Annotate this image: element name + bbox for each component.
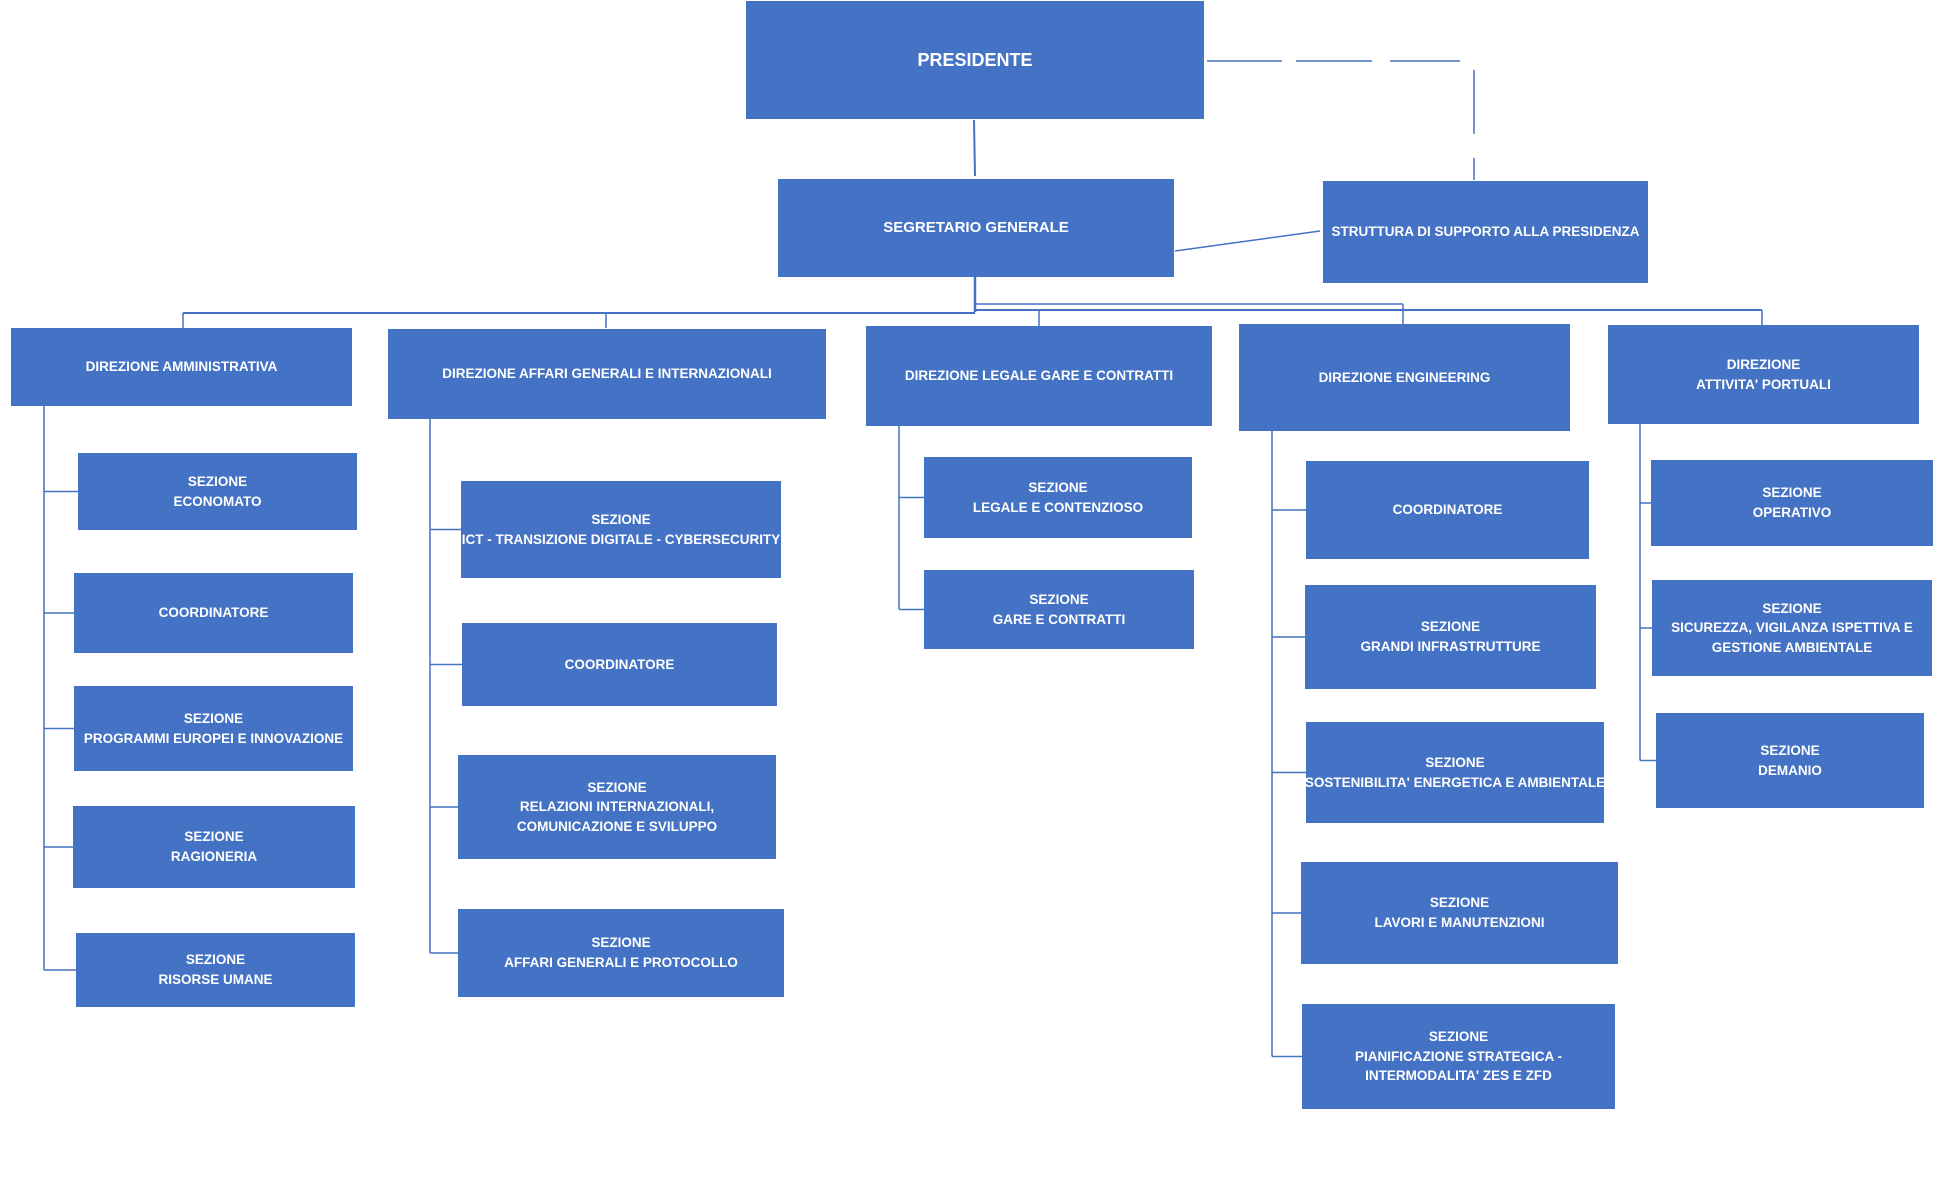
dir-amm-header-line: DIREZIONE AMMINISTRATIVA — [85, 359, 278, 375]
presidente-label: PRESIDENTE — [917, 49, 1033, 70]
dir-eng-section-box: SEZIONE GRANDI INFRASTRUTTURE — [1305, 585, 1596, 689]
dir-agi-section-box: SEZIONE RELAZIONI INTERNAZIONALI, COMUNICA… — [458, 755, 776, 859]
struttura-supporto-box: STRUTTURA DI SUPPORTO ALLA PRESIDENZA — [1323, 181, 1648, 283]
dir-eng-section-box-line: SEZIONE — [1429, 895, 1490, 911]
dir-agi-header-line: DIREZIONE AFFARI GENERALI E INTERNAZIONA… — [442, 366, 772, 382]
dir-agi-header: DIREZIONE AFFARI GENERALI E INTERNAZIONA… — [388, 329, 826, 419]
dir-port-section-box-line: SICUREZZA, VIGILANZA ISPETTIVA E — [1671, 620, 1913, 636]
dir-port-section-box: SEZIONE SICUREZZA, VIGILANZA ISPETTIVA E G… — [1652, 580, 1932, 676]
dir-agi-section-box-line: COMUNICAZIONE E SVILUPPO — [516, 818, 718, 834]
dir-eng-section-box-line: COORDINATORE — [1392, 502, 1503, 518]
dir-leg-header-line: DIREZIONE LEGALE GARE E CONTRATTI — [904, 368, 1174, 384]
dir-agi-section-box-line: RELAZIONI INTERNAZIONALI, — [519, 799, 715, 815]
dir-agi-section-box-line: COORDINATORE — [564, 656, 675, 672]
connector-presidente-segretario — [973, 119, 976, 177]
dir-port-section-box: SEZIONE DEMANIO — [1656, 713, 1924, 808]
segretario-generale-box: SEGRETARIO GENERALE — [778, 179, 1174, 277]
dir-agi-section-box: COORDINATORE — [462, 623, 777, 706]
dir-eng-section-box: SEZIONE PIANIFICAZIONE STRATEGICA - INTERM… — [1302, 1004, 1615, 1109]
dir-agi-section-box-line: ICT - TRANSIZIONE DIGITALE - CYBERSECURI… — [461, 531, 781, 547]
dir-eng-section-box-line: GRANDI INFRASTRUTTURE — [1360, 639, 1541, 654]
dir-leg-section-box-line: LEGALE E CONTENZIOSO — [972, 499, 1144, 515]
dir-amm-section-box-line: COORDINATORE — [158, 605, 269, 621]
dir-port-section-box-line: SEZIONE — [1762, 600, 1822, 616]
dir-eng-section-box-line: SEZIONE — [1425, 754, 1485, 770]
dir-amm-section-box-line: SEZIONE — [187, 473, 248, 489]
presidente-box: PRESIDENTE — [746, 1, 1204, 119]
dir-leg-section-box: SEZIONE LEGALE E CONTENZIOSO — [924, 457, 1192, 538]
dir-port-header-line: DIREZIONE — [1726, 356, 1801, 372]
dir-amm-section-box: SEZIONE RAGIONERIA — [73, 806, 355, 888]
dir-port-section-box-line: SEZIONE — [1760, 742, 1820, 758]
dir-amm-section-box: SEZIONE PROGRAMMI EUROPEI E INNOVAZIONE — [74, 686, 353, 771]
dir-amm-section-box-line: SEZIONE — [183, 710, 244, 726]
dir-amm-section-box-line: SEZIONE — [185, 952, 246, 968]
dir-eng-section-box-line: SEZIONE — [1428, 1029, 1489, 1045]
branch-lines — [43, 406, 1656, 1058]
dir-eng-section-box: SEZIONE LAVORI E MANUTENZIONI — [1301, 862, 1618, 964]
dir-agi-section-box: SEZIONE ICT - TRANSIZIONE DIGITALE - CYBE… — [461, 481, 781, 578]
dir-agi-section-box-line: AFFARI GENERALI E PROTOCOLLO — [504, 955, 738, 970]
dir-leg-section-box-line: SEZIONE — [1028, 479, 1088, 495]
dir-leg-section-box: SEZIONE GARE E CONTRATTI — [924, 570, 1194, 649]
dir-port-header-line: ATTIVITA' PORTUALI — [1696, 376, 1831, 392]
dir-leg-header: DIREZIONE LEGALE GARE E CONTRATTI — [866, 326, 1212, 426]
dir-eng-section-box: SEZIONE SOSTENIBILITA' ENERGETICA E AMBIE… — [1304, 722, 1606, 823]
connector-segretario-supporto — [1174, 230, 1321, 252]
dir-amm-header: DIREZIONE AMMINISTRATIVA — [11, 328, 352, 406]
dir-amm-section-box-line: RAGIONERIA — [170, 849, 258, 864]
dir-amm-section-box-line: ECONOMATO — [173, 493, 262, 509]
segretario-generale-label: SEGRETARIO GENERALE — [883, 219, 1069, 237]
dir-port-section-box: SEZIONE OPERATIVO — [1651, 460, 1933, 546]
dir-port-section-box-line: OPERATIVO — [1752, 505, 1832, 520]
dir-eng-header-line: DIREZIONE ENGINEERING — [1318, 369, 1491, 385]
dir-port-section-box-line: DEMANIO — [1758, 762, 1822, 778]
dir-port-section-box-line: SEZIONE — [1762, 485, 1822, 501]
dir-amm-section-box: SEZIONE RISORSE UMANE — [76, 933, 355, 1007]
dir-eng-header: DIREZIONE ENGINEERING — [1239, 324, 1570, 431]
struttura-supporto-label: STRUTTURA DI SUPPORTO ALLA PRESIDENZA — [1331, 224, 1640, 240]
dir-port-section-box-line: GESTIONE AMBIENTALE — [1711, 639, 1873, 655]
dir-agi-section-box-line: SEZIONE — [591, 935, 651, 951]
dir-port-header: DIREZIONE ATTIVITA' PORTUALI — [1608, 325, 1919, 424]
dir-eng-section-box-line: LAVORI E MANUTENZIONI — [1374, 915, 1545, 930]
dir-amm-section-box: SEZIONE ECONOMATO — [78, 453, 357, 530]
dir-eng-section-box: COORDINATORE — [1306, 461, 1589, 559]
dir-eng-section-box-line: INTERMODALITA' ZES E ZFD — [1365, 1068, 1552, 1084]
dir-leg-section-box-line: SEZIONE — [1029, 591, 1089, 607]
dir-leg-section-box-line: GARE E CONTRATTI — [992, 611, 1126, 627]
dir-amm-section-box: COORDINATORE — [74, 573, 353, 653]
dir-agi-section-box-line: SEZIONE — [591, 511, 651, 527]
dir-agi-section-box: SEZIONE AFFARI GENERALI E PROTOCOLLO — [458, 909, 784, 997]
dir-amm-section-box-line: SEZIONE — [184, 829, 244, 845]
dir-eng-section-box-line: PIANIFICAZIONE STRATEGICA - — [1355, 1048, 1562, 1064]
dir-amm-section-box-line: RISORSE UMANE — [158, 972, 273, 987]
dir-eng-section-box-line: SEZIONE — [1420, 619, 1481, 635]
dir-amm-section-box-line: PROGRAMMI EUROPEI E INNOVAZIONE — [83, 730, 344, 746]
dir-eng-section-box-line: SOSTENIBILITA' ENERGETICA E AMBIENTALE — [1304, 774, 1606, 790]
dir-agi-section-box-line: SEZIONE — [587, 779, 647, 795]
